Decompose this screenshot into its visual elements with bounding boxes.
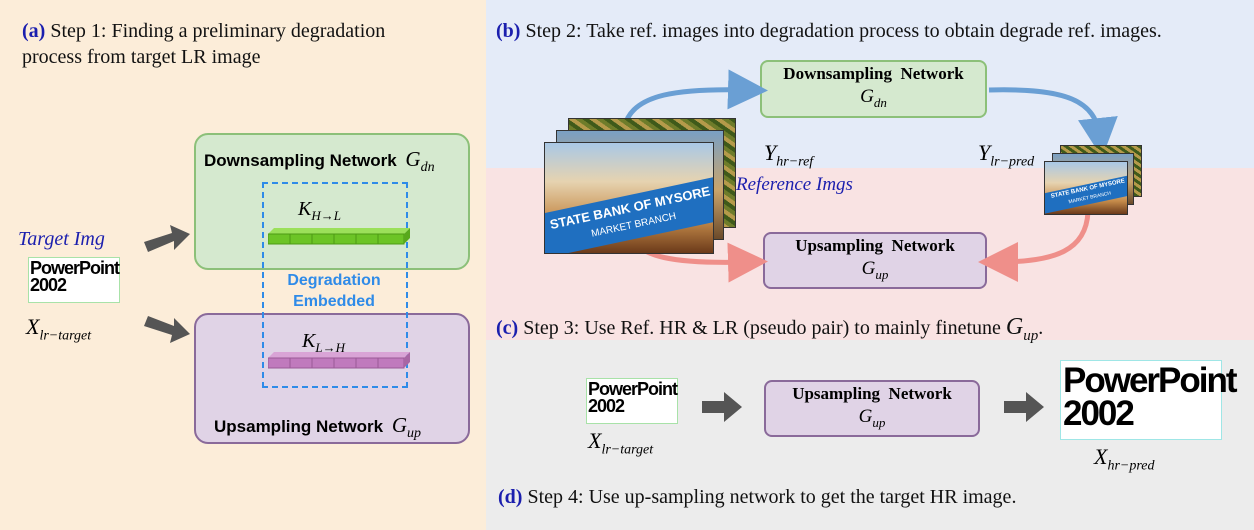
panel-a-upsampling-title: Upsampling Network Gup	[214, 413, 421, 442]
panel-d-arrow-2	[1004, 392, 1044, 422]
k-h-to-l-label: KH→L	[298, 198, 341, 224]
panel-d-hr-output-image: PowerPoint 2002	[1060, 360, 1238, 440]
panel-d-g-up-sym: G	[858, 406, 873, 427]
degraded-image-front: STATE BANK OF MYSORE MARKET BRANCH	[1044, 161, 1128, 215]
k-l-to-h-sym: K	[302, 330, 316, 352]
panel-c-g-sub: up	[1023, 327, 1039, 344]
panel-a-x-sym: X	[26, 314, 40, 339]
panel-b-upsampling-box	[763, 232, 987, 289]
panel-b-downsampling-box	[760, 60, 987, 118]
panel-d-x-hr-sub: hr−pred	[1107, 458, 1155, 474]
reference-image-front: STATE BANK OF MYSORE MARKET BRANCH	[544, 142, 714, 254]
panel-d-hr-pp-line-1: PowerPoint	[1063, 361, 1238, 400]
reference-imgs-label: Reference Imgs	[736, 174, 853, 195]
red-arrow-from-lr-pred	[978, 211, 1091, 282]
panel-a-step-label: (a)	[22, 20, 46, 42]
target-lr-powerpoint-image: PowerPoint 2002	[28, 257, 120, 303]
panel-d-step-text: Step 4: Use up-sampling network to get t…	[527, 486, 1017, 508]
panel-a-x-sub: lr−target	[39, 328, 92, 344]
panel-c-g-sym: G	[1005, 314, 1024, 340]
panel-a-downsampling-box	[194, 133, 470, 270]
panel-d-x-hr-sym: X	[1094, 444, 1108, 469]
degradation-embedded-label: Degradation Embedded	[272, 270, 396, 312]
panel-d-x-hr-pred: Xhr−pred	[1094, 444, 1155, 474]
panel-d-x-lr-sym: X	[588, 428, 602, 453]
panel-b-g-up-sub: up	[875, 266, 889, 282]
panel-a-g-up-sym: G	[391, 413, 407, 437]
panel-d-upsampling-label: Upsampling Network	[792, 384, 952, 403]
panel-b-step-text: Step 2: Take ref. images into degradatio…	[525, 20, 1162, 42]
panel-a-downsampling-label: Downsampling Network	[204, 151, 397, 170]
degradation-label-line-2: Embedded	[293, 293, 375, 310]
panel-a-downsampling-title: Downsampling Network Gdn	[204, 147, 435, 176]
panel-c-step-text: Step 3: Use Ref. HR & LR (pseudo pair) t…	[523, 317, 1001, 339]
panel-a-g-dn-sym: G	[405, 147, 421, 171]
target-lr-pp-line-2: 2002	[30, 275, 67, 296]
y-hr-ref-label: Yhr−ref	[764, 140, 813, 170]
panel-c-step-label: (c)	[496, 317, 519, 339]
panel-b-step-title: (b) Step 2: Take ref. images into degrad…	[496, 20, 1162, 43]
k-l-to-h-label: KL→H	[302, 330, 345, 356]
panel-a-g-up-sub: up	[407, 426, 421, 442]
panel-d-step-title: (d) Step 4: Use up-sampling network to g…	[498, 486, 1016, 509]
panel-a-g-dn-sub: dn	[420, 160, 435, 176]
panel-a-step-text-1: Step 1: Finding a preliminary degradatio…	[50, 20, 386, 42]
blue-arrow-from-downsampling	[988, 87, 1118, 158]
kernel-h-to-l-bar	[268, 228, 410, 245]
panel-a-step-title: (a) Step 1: Finding a preliminary degrad…	[22, 20, 385, 43]
panel-b-upsampling-label: Upsampling Network	[795, 236, 955, 255]
panel-a-arrow-to-upsampling	[144, 316, 190, 343]
panel-a-upsampling-box	[194, 313, 470, 444]
panel-d-arrow-1	[702, 392, 742, 422]
panel-d-lr-input-image: PowerPoint 2002	[586, 378, 678, 424]
y-hr-ref-sub: hr−ref	[776, 154, 814, 170]
degraded-sign-board: STATE BANK OF MYSORE MARKET BRANCH	[1045, 174, 1127, 214]
k-h-to-l-sym: K	[298, 198, 312, 220]
panel-d-upsampling-box	[764, 380, 980, 437]
blue-arrow-to-downsampling	[623, 69, 768, 124]
y-lr-pred-label: Ylr−pred	[978, 140, 1034, 170]
panel-b-g-up-sym: G	[861, 258, 876, 279]
panel-d-g-up-sub: up	[872, 414, 886, 430]
panel-a-upsampling-label: Upsampling Network	[214, 417, 384, 436]
panel-b-downsampling-label: Downsampling Network	[783, 64, 964, 83]
kernel-l-to-h-bar	[268, 352, 410, 369]
panel-b-g-dn-sym: G	[860, 86, 874, 107]
y-lr-pred-sym: Y	[978, 140, 991, 165]
panel-c-g-up: Gup	[1005, 314, 1038, 344]
target-lr-pp-line-1: PowerPoint	[30, 258, 120, 278]
panel-a-g-up: Gup	[391, 413, 421, 441]
panel-d-lr-pp-line-2: 2002	[588, 396, 625, 417]
panel-d-x-lr-target: Xlr−target	[588, 428, 653, 458]
panel-b-step-label: (b)	[496, 20, 521, 42]
y-hr-ref-sym: Y	[764, 140, 777, 165]
k-h-to-l-sub: H→L	[311, 208, 341, 223]
panel-c-step-title: (c) Step 3: Use Ref. HR & LR (pseudo pai…	[496, 314, 1044, 344]
panel-a-x-lr-target: Xlr−target	[26, 314, 91, 344]
panel-d-g-up: Gup	[764, 406, 980, 431]
panel-a-arrow-to-downsampling	[144, 225, 190, 252]
panel-a-g-dn: Gdn	[405, 147, 434, 175]
reference-sign-board: STATE BANK OF MYSORE MARKET BRANCH	[545, 175, 713, 253]
panel-b-g-dn: Gdn	[760, 86, 987, 111]
k-l-to-h-sub: L→H	[315, 340, 345, 355]
target-img-label: Target Img	[18, 228, 105, 250]
panel-d-hr-pp-line-2: 2002	[1063, 394, 1135, 434]
panel-d-lr-pp-line-1: PowerPoint	[588, 379, 678, 399]
panel-d-step-label: (d)	[498, 486, 523, 508]
panel-d-x-lr-sub: lr−target	[601, 442, 654, 458]
y-lr-pred-sub: lr−pred	[990, 154, 1035, 170]
panel-b-g-up: Gup	[763, 258, 987, 283]
panel-a-step-title-2: process from target LR image	[22, 46, 261, 68]
panel-b-g-dn-sub: dn	[873, 94, 887, 110]
degradation-embedded-dashed-box	[262, 182, 408, 388]
degradation-label-line-1: Degradation	[287, 272, 381, 289]
